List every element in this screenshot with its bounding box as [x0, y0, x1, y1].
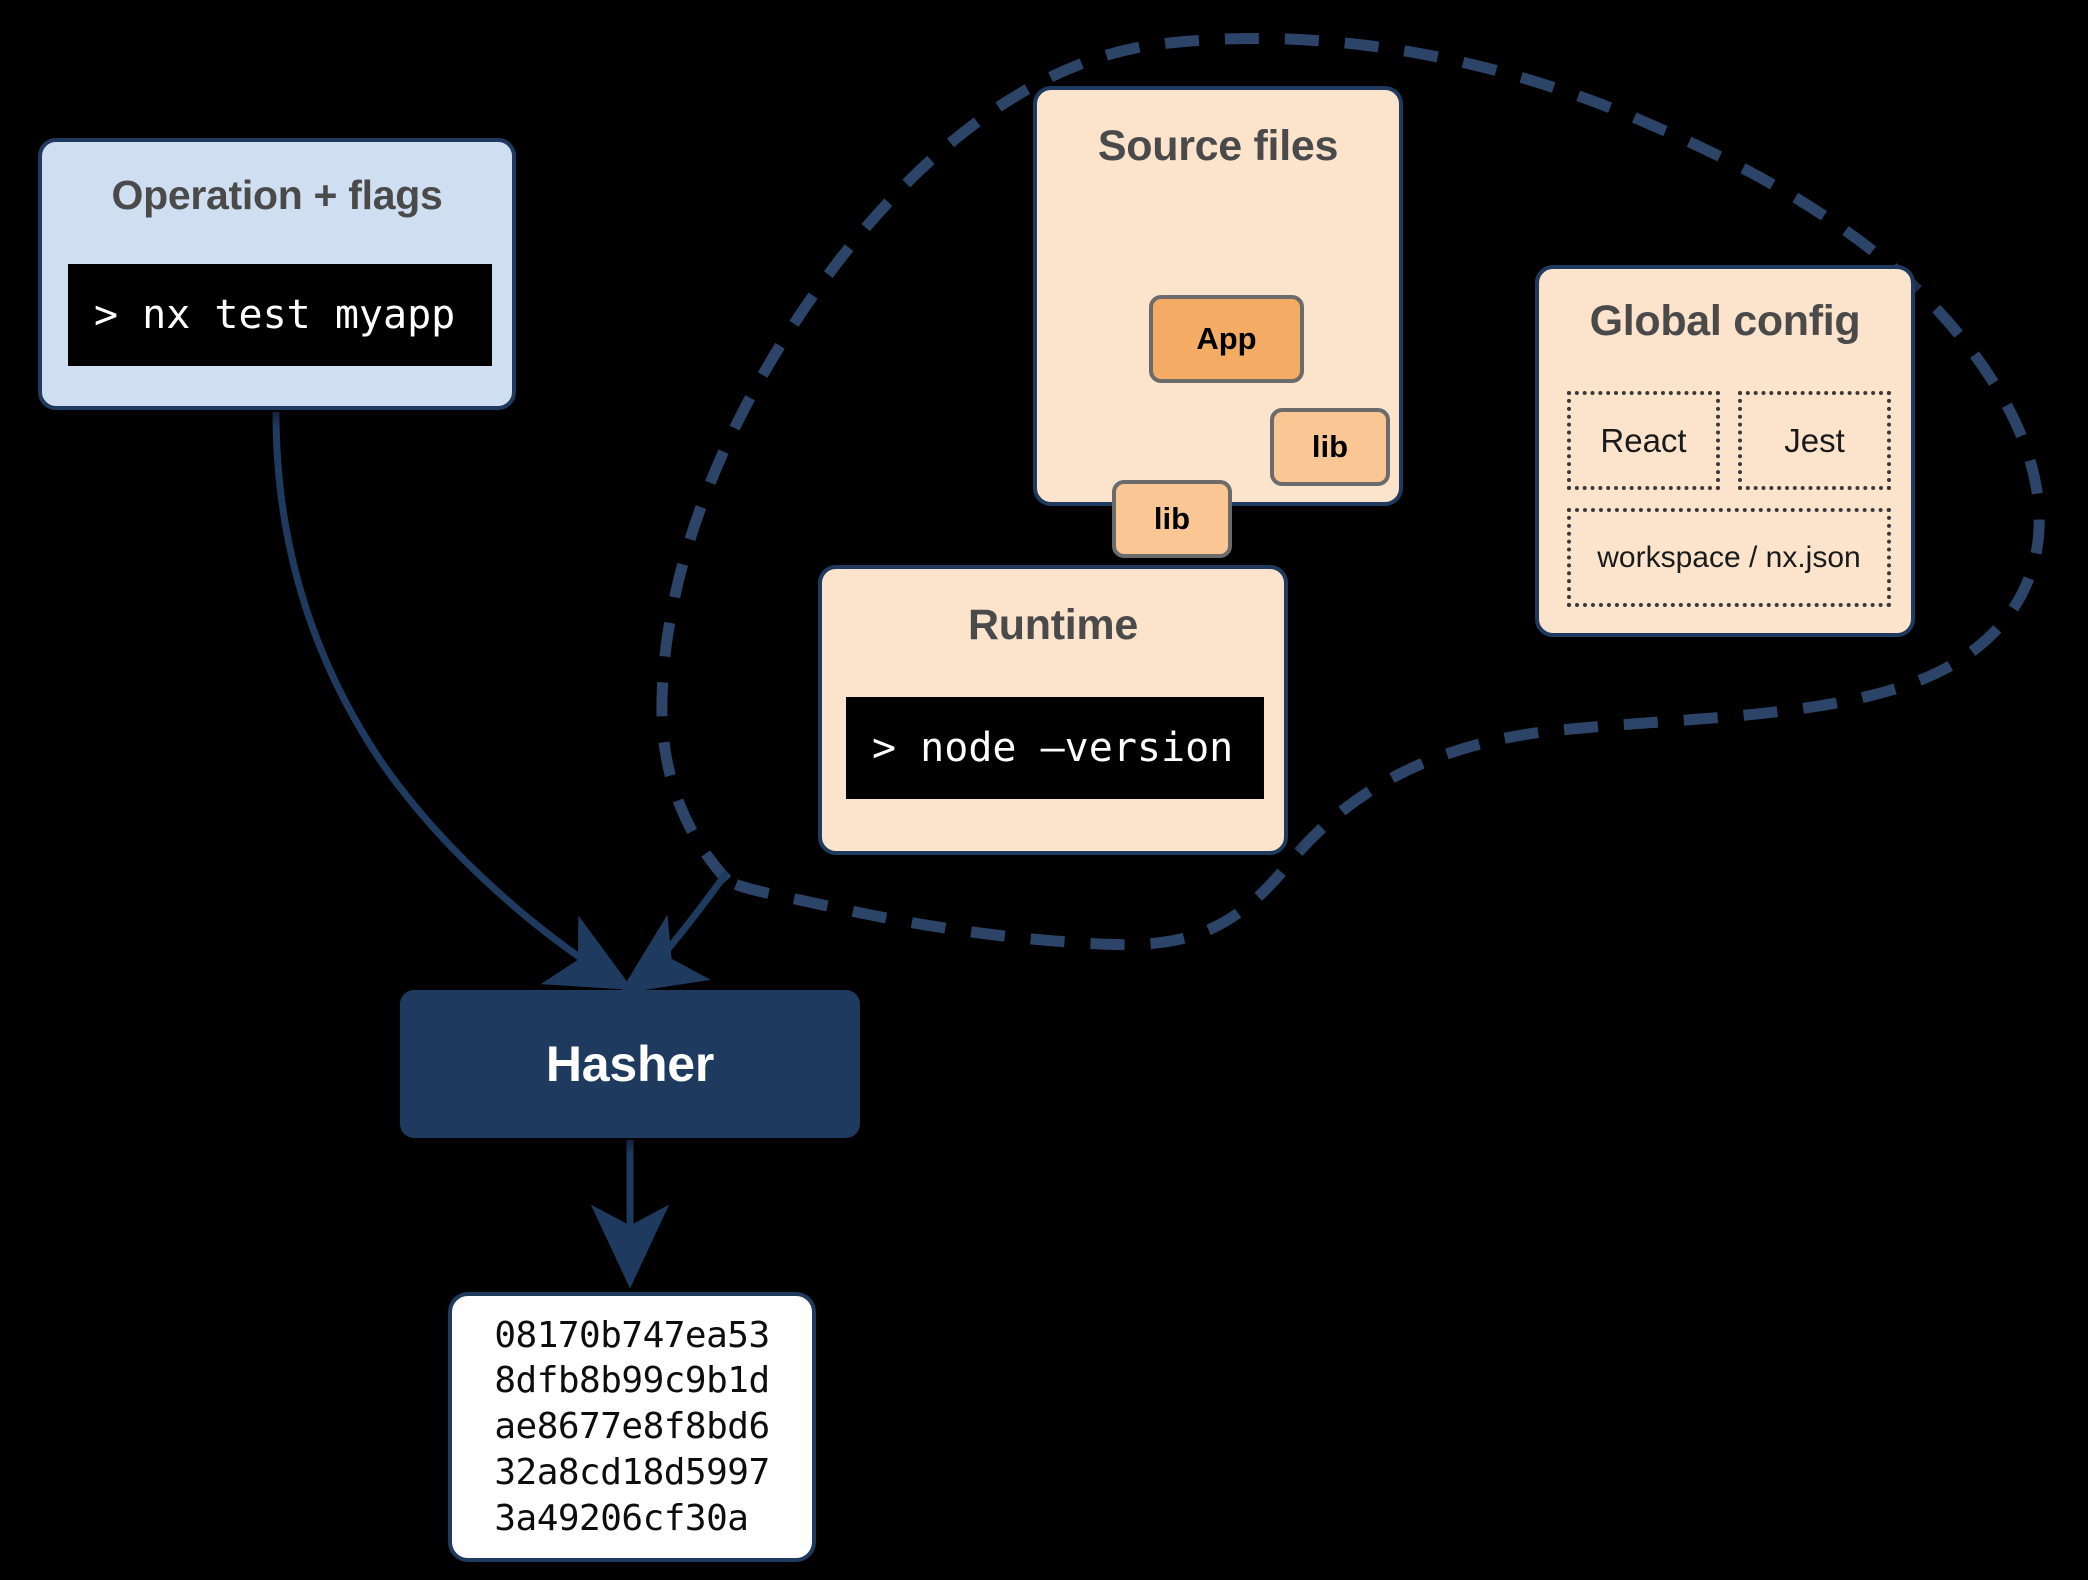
- source-node-app[interactable]: App: [1149, 295, 1304, 383]
- global-config-item-jest[interactable]: Jest: [1738, 391, 1891, 490]
- operation-terminal: > nx test myapp: [68, 264, 492, 366]
- source-files-panel[interactable]: Source files App lib lib: [1033, 86, 1403, 558]
- global-config-row-top: React Jest: [1567, 391, 1891, 490]
- runtime-terminal: > node –version: [846, 697, 1264, 799]
- source-node-lib-right[interactable]: lib: [1270, 408, 1390, 486]
- hash-output-lines: 08170b747ea53 8dfb8b99c9b1d ae8677e8f8bd…: [494, 1313, 770, 1542]
- edge-inputs-to-hasher: [619, 869, 730, 994]
- hash-line: 08170b747ea53: [494, 1314, 770, 1356]
- source-node-lib-left[interactable]: lib: [1112, 480, 1232, 558]
- global-config-item-react[interactable]: React: [1567, 391, 1720, 490]
- edge-operation-to-hasher: [272, 411, 634, 991]
- source-files-title: Source files: [1097, 122, 1339, 170]
- hasher-node[interactable]: Hasher: [400, 990, 860, 1138]
- hash-line: 8dfb8b99c9b1d: [494, 1360, 770, 1402]
- hash-output-node[interactable]: 08170b747ea53 8dfb8b99c9b1d ae8677e8f8bd…: [448, 1292, 816, 1562]
- runtime-title: Runtime: [968, 601, 1138, 649]
- runtime-panel[interactable]: Runtime > node –version: [818, 565, 1288, 855]
- operation-flags-panel[interactable]: Operation + flags > nx test myapp: [38, 138, 516, 410]
- hash-line: ae8677e8f8bd6: [494, 1406, 770, 1448]
- operation-flags-title: Operation + flags: [111, 172, 443, 218]
- hasher-label: Hasher: [545, 1036, 715, 1092]
- global-config-grid: React Jest workspace / nx.json: [1567, 391, 1891, 607]
- hash-line: 3a49206cf30a: [494, 1497, 749, 1539]
- hash-line: 32a8cd18d5997: [494, 1451, 770, 1493]
- global-config-item-workspace[interactable]: workspace / nx.json: [1567, 508, 1891, 607]
- global-config-panel[interactable]: Global config React Jest workspace / nx.…: [1535, 265, 1915, 637]
- global-config-title: Global config: [1589, 297, 1861, 345]
